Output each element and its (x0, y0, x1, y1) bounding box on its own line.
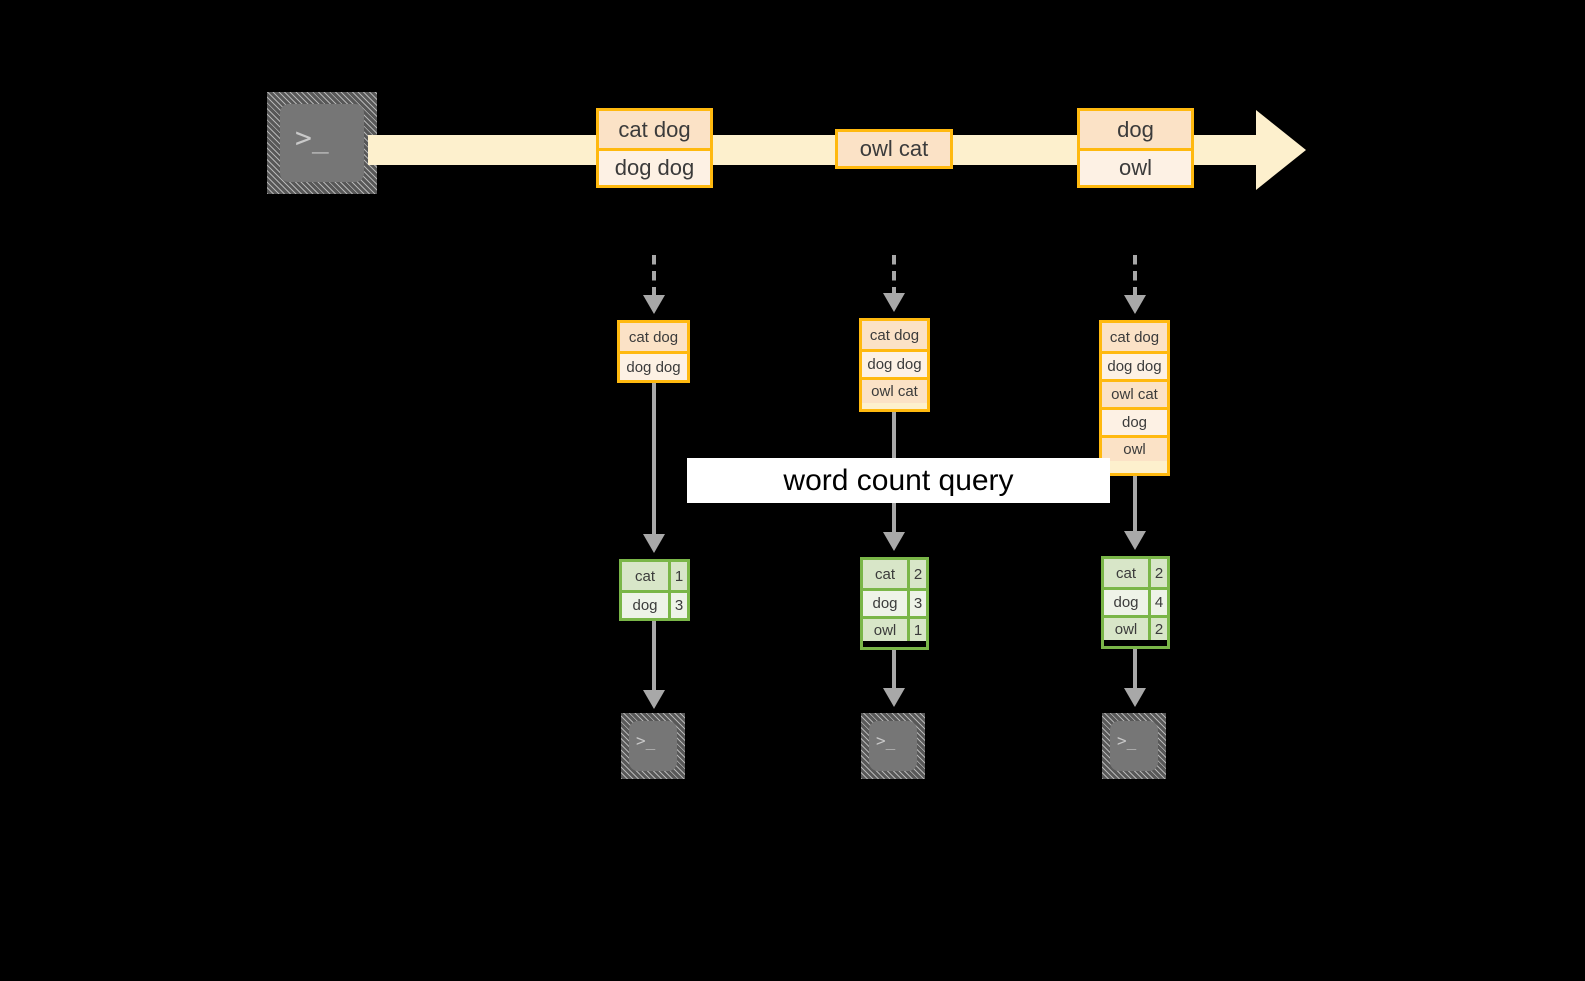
result-word: dog (1104, 590, 1148, 615)
table-row: owl 2 (1104, 615, 1167, 640)
result-count: 1 (907, 619, 926, 641)
arrow-down-icon (883, 532, 905, 551)
result-word: cat (1104, 559, 1148, 587)
accumulated-record: dog dog (1102, 351, 1167, 379)
terminal-prompt-glyph: >_ (876, 731, 896, 750)
stream-record: cat dog (599, 111, 710, 148)
sink-terminal-icon: >_ (621, 713, 685, 779)
state-to-result-connector (652, 383, 656, 538)
result-to-sink-connector (1133, 649, 1137, 693)
arrow-down-icon (1124, 688, 1146, 707)
result-table: cat 2 dog 3 owl 1 (860, 557, 929, 650)
terminal-prompt-glyph: >_ (636, 731, 656, 750)
accumulated-records: cat dog dog dog (617, 320, 690, 383)
accumulated-record: owl (1102, 435, 1167, 461)
result-count: 3 (668, 593, 687, 618)
arrow-right-icon (1256, 110, 1306, 190)
accumulated-record: owl cat (862, 377, 927, 403)
result-count: 2 (1148, 559, 1167, 587)
state-to-result-connector (1133, 476, 1137, 538)
result-count: 3 (907, 591, 926, 616)
stream-record-group: owl cat (835, 129, 953, 169)
result-table: cat 2 dog 4 owl 2 (1101, 556, 1170, 649)
table-row: cat 1 (622, 562, 687, 590)
result-to-sink-connector (892, 650, 896, 693)
stream-to-state-connector (1133, 255, 1137, 297)
table-row: dog 3 (622, 590, 687, 618)
stream-record: dog (1080, 111, 1191, 148)
stream-to-state-connector (652, 255, 656, 297)
query-label: word count query (687, 458, 1110, 503)
table-row: cat 2 (1104, 559, 1167, 587)
stream-record: dog dog (599, 148, 710, 185)
accumulated-record: dog (1102, 407, 1167, 435)
arrow-down-icon (643, 690, 665, 709)
arrow-down-icon (643, 534, 665, 553)
terminal-prompt-glyph: >_ (295, 121, 329, 154)
result-count: 4 (1148, 590, 1167, 615)
result-word: owl (863, 619, 907, 641)
sink-terminal-icon: >_ (1102, 713, 1166, 779)
arrow-down-icon (1124, 295, 1146, 314)
accumulated-record: cat dog (862, 321, 927, 349)
sink-terminal-icon: >_ (861, 713, 925, 779)
accumulated-record: cat dog (620, 323, 687, 351)
result-table: cat 1 dog 3 (619, 559, 690, 621)
stream-to-state-connector (892, 255, 896, 297)
result-word: owl (1104, 618, 1148, 640)
accumulated-record: dog dog (620, 351, 687, 380)
table-row: cat 2 (863, 560, 926, 588)
terminal-screen (1110, 721, 1158, 771)
result-to-sink-connector (652, 621, 656, 693)
source-terminal-icon: >_ (267, 92, 377, 194)
terminal-screen (629, 721, 677, 771)
table-row: dog 3 (863, 588, 926, 616)
stream-record-group: cat dog dog dog (596, 108, 713, 188)
result-word: cat (622, 562, 668, 590)
arrow-down-icon (643, 295, 665, 314)
result-word: dog (622, 593, 668, 618)
accumulated-record: dog dog (862, 349, 927, 377)
terminal-screen (869, 721, 917, 771)
accumulated-record: owl cat (1102, 379, 1167, 407)
stream-record-group: dog owl (1077, 108, 1194, 188)
table-row: owl 1 (863, 616, 926, 641)
arrow-down-icon (883, 688, 905, 707)
result-count: 2 (907, 560, 926, 588)
stream-record: owl (1080, 148, 1191, 185)
terminal-screen (280, 104, 364, 182)
result-count: 2 (1148, 618, 1167, 640)
arrow-down-icon (1124, 531, 1146, 550)
accumulated-records: cat dog dog dog owl cat dog owl (1099, 320, 1170, 476)
result-count: 1 (668, 562, 687, 590)
result-word: dog (863, 591, 907, 616)
accumulated-records: cat dog dog dog owl cat (859, 318, 930, 412)
stream-record: owl cat (838, 132, 950, 166)
arrow-down-icon (883, 293, 905, 312)
result-word: cat (863, 560, 907, 588)
table-row: dog 4 (1104, 587, 1167, 615)
terminal-prompt-glyph: >_ (1117, 731, 1137, 750)
accumulated-record: cat dog (1102, 323, 1167, 351)
